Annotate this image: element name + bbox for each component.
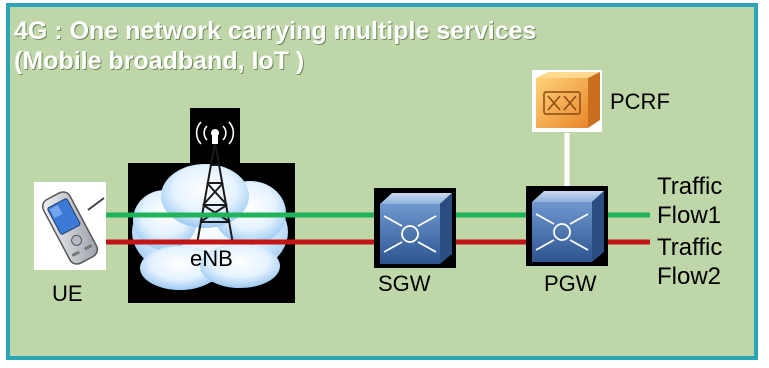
pgw-gateway-icon (526, 186, 608, 266)
sgw-label: SGW (378, 271, 431, 296)
title-line-2: (Mobile broadband, IoT ) (14, 47, 305, 75)
traffic-flow-1-line1: Traffic (657, 173, 723, 200)
traffic-flow-2-line1: Traffic (657, 234, 723, 261)
traffic-flow-1-label: Traffic Flow1 (657, 172, 722, 230)
ue-phone-icon (34, 182, 106, 270)
traffic-flow-2-line2: Flow2 (657, 263, 722, 290)
traffic-flow-1-line2: Flow1 (657, 202, 722, 229)
enb-label: eNB (190, 246, 233, 271)
traffic-flow-2-label: Traffic Flow2 (657, 233, 722, 291)
sgw-gateway-icon (374, 188, 456, 268)
title-line-1: 4G : One network carrying multiple servi… (14, 17, 537, 45)
pgw-label: PGW (544, 271, 597, 296)
pcrf-label: PCRF (610, 89, 670, 114)
ue-label: UE (52, 281, 83, 306)
diagram-title: 4G : One network carrying multiple servi… (14, 16, 536, 76)
pcrf-server-icon (532, 70, 602, 132)
enb-icon (128, 108, 295, 303)
